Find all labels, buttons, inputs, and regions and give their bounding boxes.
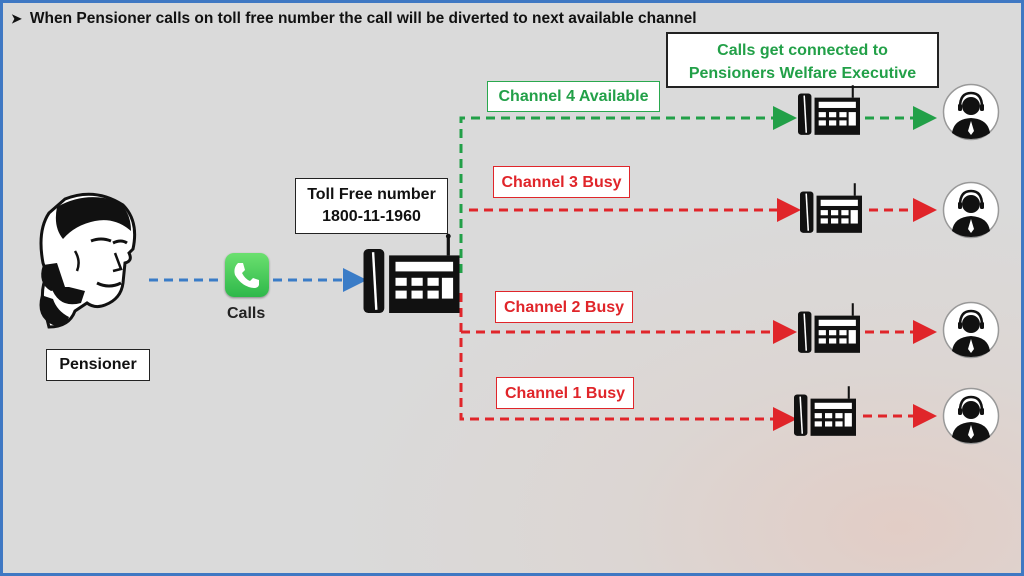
toll-free-title: Toll Free number <box>307 186 436 203</box>
calls-label: Calls <box>227 305 266 322</box>
channel-2-phone-icon <box>798 303 860 353</box>
toll-free-box: Toll Free number 1800-11-1960 <box>295 178 448 234</box>
channel-4-line <box>459 106 797 273</box>
channel-2-agent-icon <box>942 301 1000 359</box>
pensioner-label-text: Pensioner <box>59 356 137 373</box>
channel-2-label: Channel 2 Busy <box>495 291 633 323</box>
channel-4-label-text: Channel 4 Available <box>498 88 649 105</box>
arrow-bullet-icon: ➤ <box>11 11 22 26</box>
slide-heading: ➤ When Pensioner calls on toll free numbe… <box>11 10 697 28</box>
heading-text: When Pensioner calls on toll free number… <box>29 10 697 27</box>
channel-4-phone-icon <box>798 85 860 135</box>
connected-note-box: Calls get connected to Pensioners Welfar… <box>666 32 939 88</box>
channel-3-agent-icon <box>942 181 1000 239</box>
connector-lines <box>149 106 937 431</box>
connected-note-line1: Calls get connected to <box>717 42 888 59</box>
channel-1-label: Channel 1 Busy <box>496 377 634 409</box>
pensioner-on-phone-icon <box>39 192 137 329</box>
channel-3-label: Channel 3 Busy <box>493 166 630 198</box>
channel-3-label-text: Channel 3 Busy <box>501 174 622 191</box>
channel-1-agent-icon <box>942 387 1000 445</box>
toll-free-number: 1800-11-1960 <box>322 208 421 225</box>
phone-call-icon <box>225 253 269 297</box>
central-phone-icon <box>363 233 460 313</box>
channel-4-agent-icon <box>942 83 1000 141</box>
channel-1-label-text: Channel 1 Busy <box>504 385 626 402</box>
channel-4-label: Channel 4 Available <box>487 81 660 112</box>
channel-2-1-line <box>459 293 797 431</box>
channel-2-label-text: Channel 2 Busy <box>503 299 625 316</box>
connected-note-line2: Pensioners Welfare Executive <box>688 65 917 82</box>
channel-3-phone-icon <box>800 183 862 233</box>
channel-1-phone-icon <box>794 386 856 436</box>
pensioner-label: Pensioner <box>46 349 150 381</box>
